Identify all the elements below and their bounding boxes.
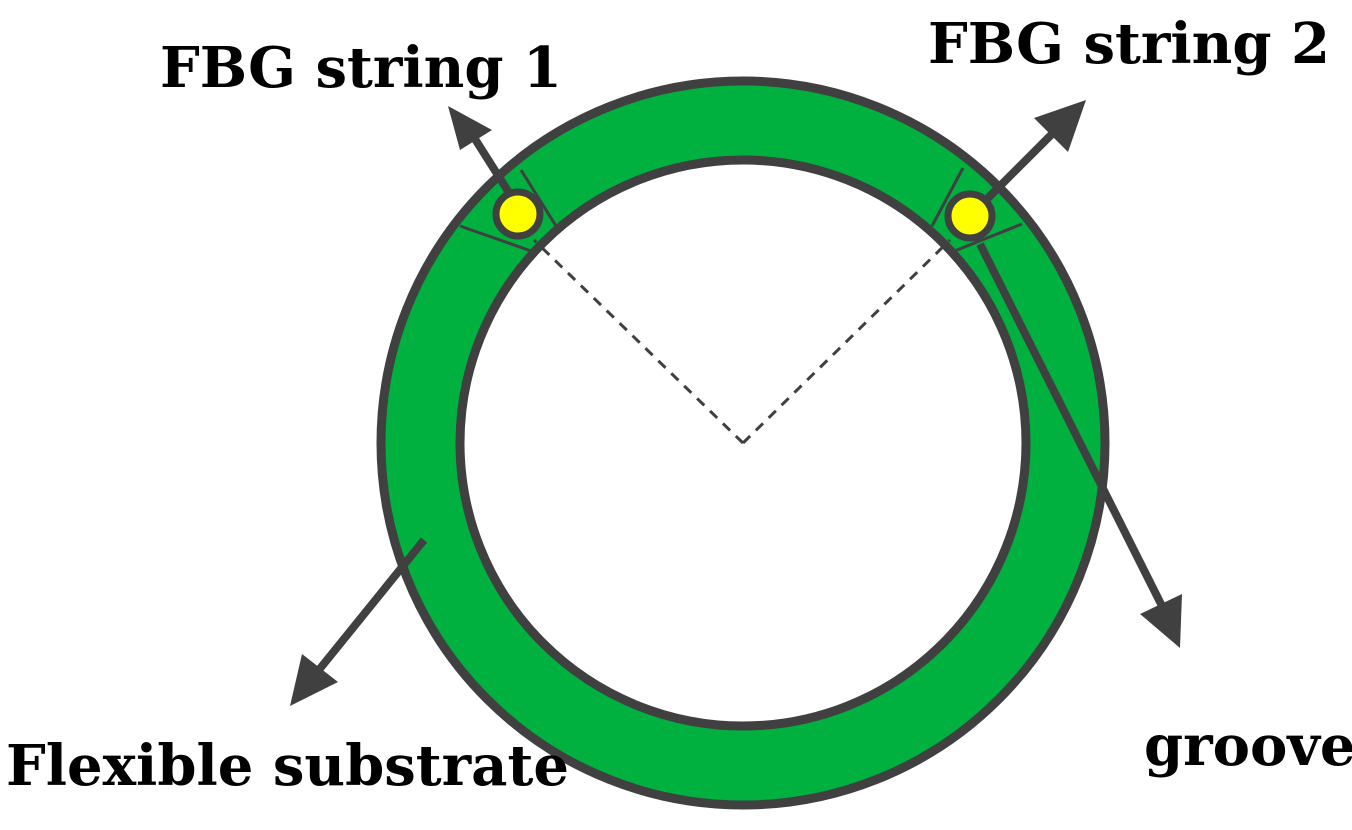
arrowhead-flexible-substrate xyxy=(290,654,338,706)
ring-outer-outline xyxy=(376,76,1110,810)
arrowhead-fbg-string-2 xyxy=(1034,100,1086,152)
fbg-fiber-core-2 xyxy=(944,190,996,242)
groove-line-right-b xyxy=(951,222,1023,254)
dashed-radius-right xyxy=(741,238,952,445)
groove-line-left-a xyxy=(519,169,558,227)
fbg-string-2-label: FBG string 2 xyxy=(928,11,1330,77)
groove-line-left-b xyxy=(459,224,535,254)
fbg-string-1-label: FBG string 1 xyxy=(160,35,562,101)
flexible-substrate-label: Flexible substrate xyxy=(6,733,569,799)
arrow-flexible-substrate xyxy=(310,537,428,679)
arrowhead-groove xyxy=(1140,594,1182,648)
arrowhead-fbg-string-1 xyxy=(448,106,492,150)
arrow-groove xyxy=(976,242,1166,608)
flexible-substrate-ring xyxy=(380,80,1106,806)
ring-inner-outline xyxy=(455,155,1031,731)
dashed-radius-left xyxy=(532,238,745,445)
fbg-fiber-core-1 xyxy=(492,188,544,240)
groove-line-right-a xyxy=(930,167,965,227)
groove-label: groove xyxy=(1144,713,1352,779)
